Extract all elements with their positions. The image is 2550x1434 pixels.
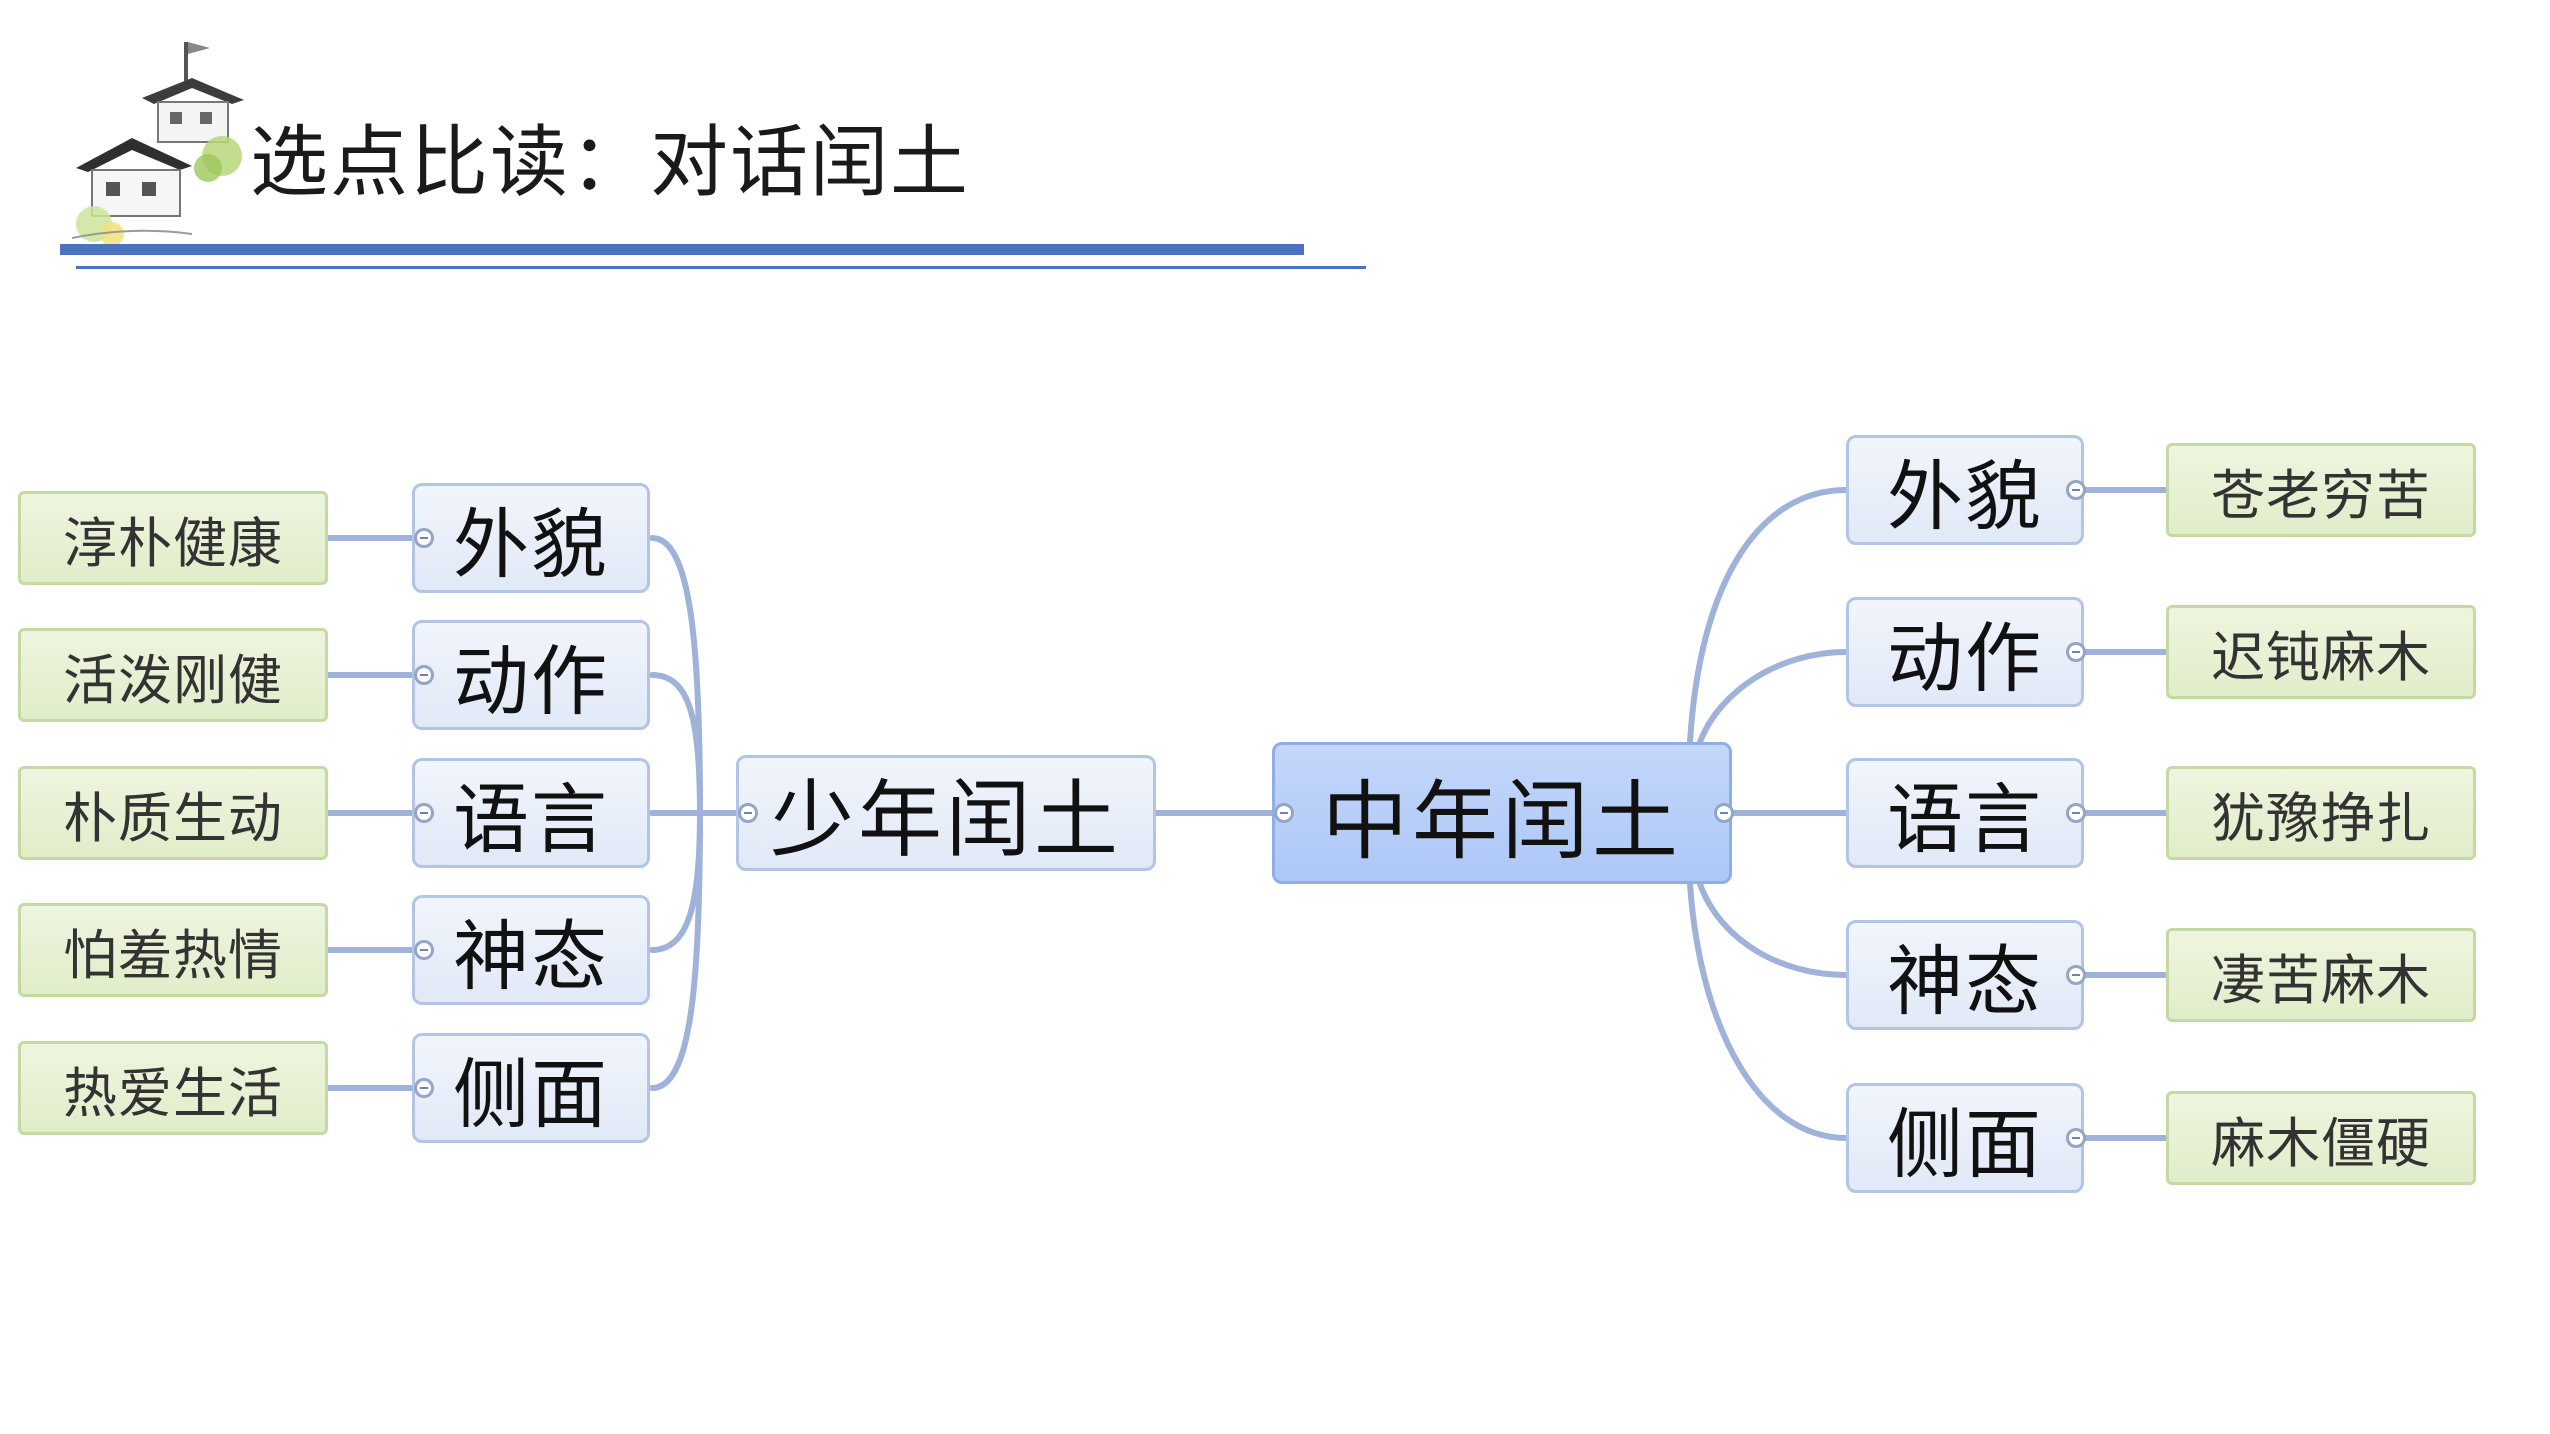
right-aspect-node[interactable]: 动作 [1846, 597, 2084, 707]
left-trait-node[interactable]: 活泼刚健 [18, 628, 328, 722]
collapse-toggle-icon[interactable] [1714, 803, 1734, 823]
right-trait-node[interactable]: 麻木僵硬 [2166, 1091, 2476, 1185]
collapse-toggle-icon[interactable] [414, 528, 434, 548]
collapse-toggle-icon[interactable] [414, 940, 434, 960]
left-aspect-label: 神态 [453, 912, 609, 1001]
right-aspect-node[interactable]: 外貌 [1846, 435, 2084, 545]
right-aspect-label: 动作 [1887, 614, 2043, 703]
village-landscape-logo [72, 42, 244, 246]
title-underline-thick [60, 244, 1304, 255]
right-trait-label: 苍老穷苦 [2211, 463, 2431, 527]
collapse-toggle-icon[interactable] [2066, 803, 2086, 823]
left-trait-label: 朴质生动 [63, 786, 283, 850]
right-trait-node[interactable]: 苍老穷苦 [2166, 443, 2476, 537]
left-trait-label: 怕羞热情 [63, 923, 283, 987]
collapse-toggle-icon[interactable] [2066, 965, 2086, 985]
right-trait-label: 迟钝麻木 [2211, 625, 2431, 689]
title-underline-thin [76, 266, 1366, 269]
left-trait-node[interactable]: 朴质生动 [18, 766, 328, 860]
right-trait-label: 凄苦麻木 [2211, 948, 2431, 1012]
left-aspect-node[interactable]: 神态 [412, 895, 650, 1005]
right-trait-label: 麻木僵硬 [2211, 1111, 2431, 1175]
right-aspect-label: 侧面 [1887, 1100, 2043, 1189]
left-aspect-node[interactable]: 外貌 [412, 483, 650, 593]
left-trait-label: 热爱生活 [63, 1061, 283, 1125]
right-aspect-label: 语言 [1887, 775, 2043, 864]
collapse-toggle-icon[interactable] [2066, 642, 2086, 662]
right-aspect-node[interactable]: 语言 [1846, 758, 2084, 868]
left-aspect-label: 语言 [453, 775, 609, 864]
right-trait-label: 犹豫挣扎 [2211, 786, 2431, 850]
collapse-toggle-icon[interactable] [414, 665, 434, 685]
right-trait-node[interactable]: 迟钝麻木 [2166, 605, 2476, 699]
collapse-toggle-icon[interactable] [414, 803, 434, 823]
left-trait-node[interactable]: 怕羞热情 [18, 903, 328, 997]
right-aspect-node[interactable]: 侧面 [1846, 1083, 2084, 1193]
left-aspect-label: 动作 [453, 637, 609, 726]
collapse-toggle-icon[interactable] [2066, 480, 2086, 500]
left-aspect-node[interactable]: 侧面 [412, 1033, 650, 1143]
right-trait-node[interactable]: 凄苦麻木 [2166, 928, 2476, 1022]
left-trait-label: 淳朴健康 [63, 511, 283, 575]
slide-title: 选点比读：对话闰土 [250, 118, 971, 208]
right-aspect-node[interactable]: 神态 [1846, 920, 2084, 1030]
collapse-toggle-icon[interactable] [2066, 1128, 2086, 1148]
left-trait-node[interactable]: 淳朴健康 [18, 491, 328, 585]
left-trait-label: 活泼刚健 [63, 648, 283, 712]
collapse-toggle-icon[interactable] [738, 803, 758, 823]
right-trait-node[interactable]: 犹豫挣扎 [2166, 766, 2476, 860]
right-aspect-label: 神态 [1887, 937, 2043, 1026]
left-trait-node[interactable]: 热爱生活 [18, 1041, 328, 1135]
center-node-label: 中年闰土 [1322, 771, 1682, 872]
left-aspect-node[interactable]: 语言 [412, 758, 650, 868]
left-aspect-label: 侧面 [453, 1050, 609, 1139]
center-node[interactable]: 中年闰土 [1272, 742, 1732, 884]
right-aspect-label: 外貌 [1887, 452, 2043, 541]
collapse-toggle-icon[interactable] [414, 1078, 434, 1098]
collapse-toggle-icon[interactable] [1274, 803, 1294, 823]
left-aspect-node[interactable]: 动作 [412, 620, 650, 730]
left-main-node-label: 少年闰土 [769, 770, 1122, 869]
left-aspect-label: 外貌 [453, 500, 609, 589]
left-main-node[interactable]: 少年闰土 [736, 755, 1156, 871]
